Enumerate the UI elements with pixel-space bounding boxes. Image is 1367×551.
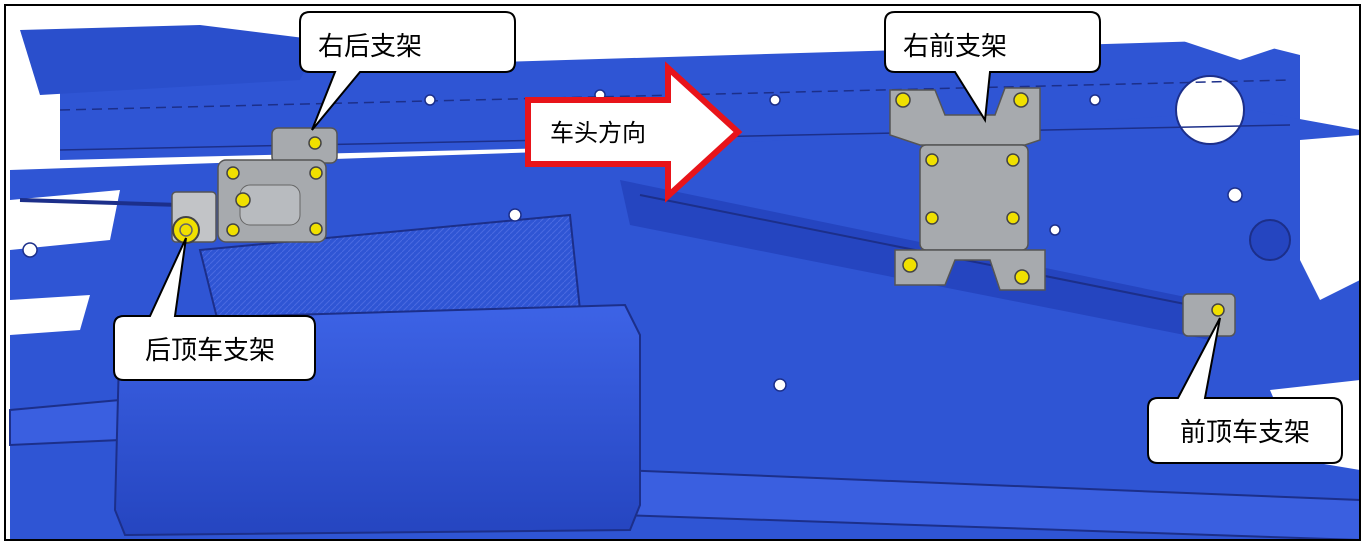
callout-rear-roof-bracket-label: 后顶车支架 — [145, 336, 275, 366]
callout-right-front-bracket: 右前支架 — [884, 11, 1101, 123]
front-roof-bracket-part — [1182, 293, 1236, 337]
callout-right-rear-bracket-label: 右后支架 — [318, 32, 422, 62]
callout-rear-roof-bracket: 后顶车支架 — [113, 237, 316, 381]
callout-front-roof-bracket-label: 前顶车支架 — [1180, 418, 1310, 448]
right-front-bracket-part — [889, 87, 1046, 291]
vehicle-front-direction-arrow: 车头方向 — [525, 61, 743, 203]
right-rear-bracket-part — [171, 127, 338, 243]
callout-front-roof-bracket: 前顶车支架 — [1147, 317, 1343, 464]
callout-right-rear-bracket: 右后支架 — [299, 11, 516, 131]
vehicle-front-direction-label: 车头方向 — [550, 119, 646, 147]
callout-right-front-bracket-label: 右前支架 — [903, 32, 1007, 62]
